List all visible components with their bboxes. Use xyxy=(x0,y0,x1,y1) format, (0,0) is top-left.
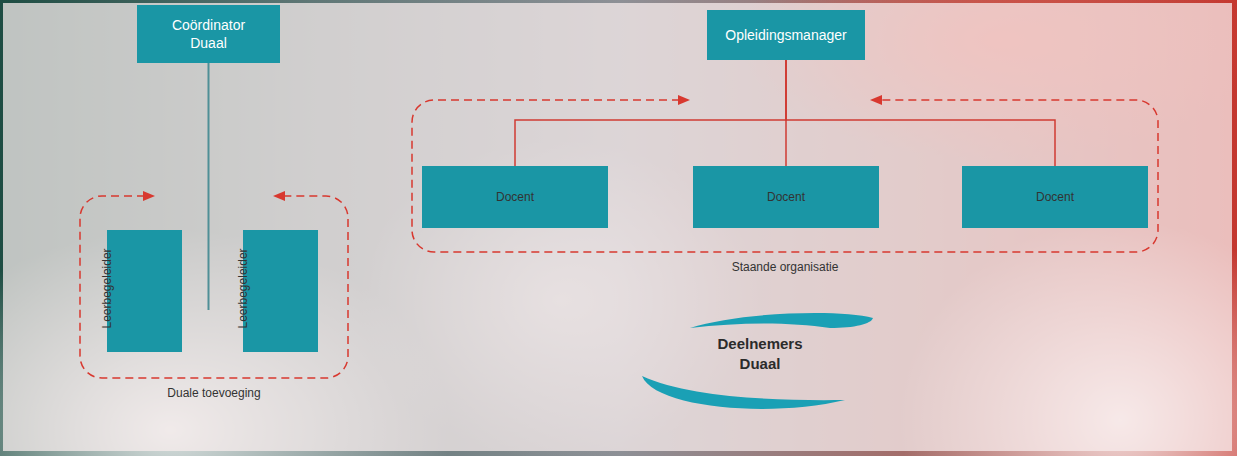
connector xyxy=(208,63,210,196)
dashed-region: Staande organisatieDocentDocentDocent xyxy=(412,100,1158,252)
box-label: Docent xyxy=(693,190,879,205)
arrowhead xyxy=(273,191,285,201)
box-label: Docent xyxy=(422,190,608,205)
overlay-panel xyxy=(3,3,1232,451)
region-label: Staande organisatie xyxy=(412,260,1158,275)
dashed-line xyxy=(80,196,348,378)
role-box: Docent xyxy=(422,166,608,228)
region-label: Duale toevoeging xyxy=(80,386,348,401)
role-box: Leerbegeleider xyxy=(107,230,182,352)
logo-text: Deelnemers Duaal xyxy=(710,334,810,374)
manager-box: Opleidingsmanager xyxy=(707,10,865,60)
box-label: Leerbegeleider xyxy=(236,254,251,329)
swoosh xyxy=(690,313,873,328)
dashed-line xyxy=(412,100,1158,252)
role-box: Leerbegeleider xyxy=(243,230,318,352)
arrowhead xyxy=(870,95,882,105)
arrowhead xyxy=(143,191,155,201)
box-label: Leerbegeleider xyxy=(100,254,115,329)
dashed-region: Duale toevoegingLeerbegeleiderLeerbegele… xyxy=(80,196,348,378)
box-label: Coördinator Duaal xyxy=(155,16,262,52)
logo-mark: Deelnemers Duaal xyxy=(640,308,875,416)
stem-line xyxy=(208,196,210,310)
box-label: Opleidingsmanager xyxy=(725,26,846,44)
role-box: Docent xyxy=(693,166,879,228)
swoosh xyxy=(642,376,845,409)
arrowhead xyxy=(678,95,690,105)
role-box: Docent xyxy=(962,166,1148,228)
box-label: Docent xyxy=(962,190,1148,205)
connector xyxy=(515,60,786,166)
coordinator-box: Coördinator Duaal xyxy=(137,5,280,63)
connector xyxy=(786,60,1055,166)
